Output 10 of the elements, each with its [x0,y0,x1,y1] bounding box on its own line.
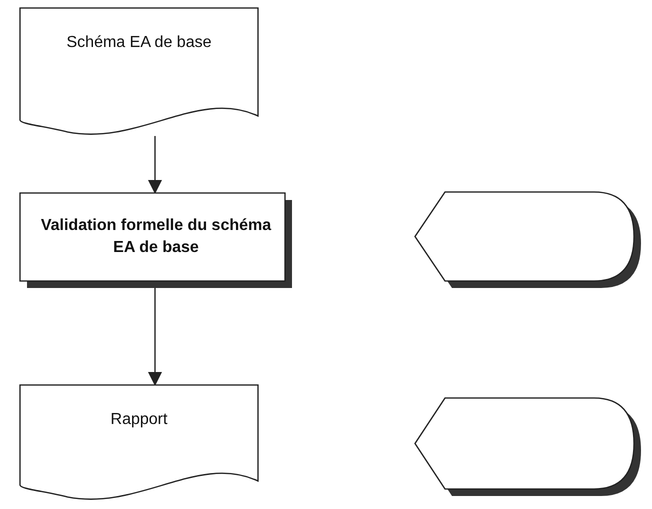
node-label: Validation formelle du schéma EA de base [40,216,272,258]
arrow [148,136,162,194]
document-shape [20,385,258,503]
process-box [20,193,292,288]
display-shape [415,192,641,288]
document-shape [20,8,258,138]
node-label: Schéma EA de base [66,33,212,53]
node-label: Rapport [110,410,168,430]
display-shape [415,398,641,496]
arrow [148,288,162,386]
